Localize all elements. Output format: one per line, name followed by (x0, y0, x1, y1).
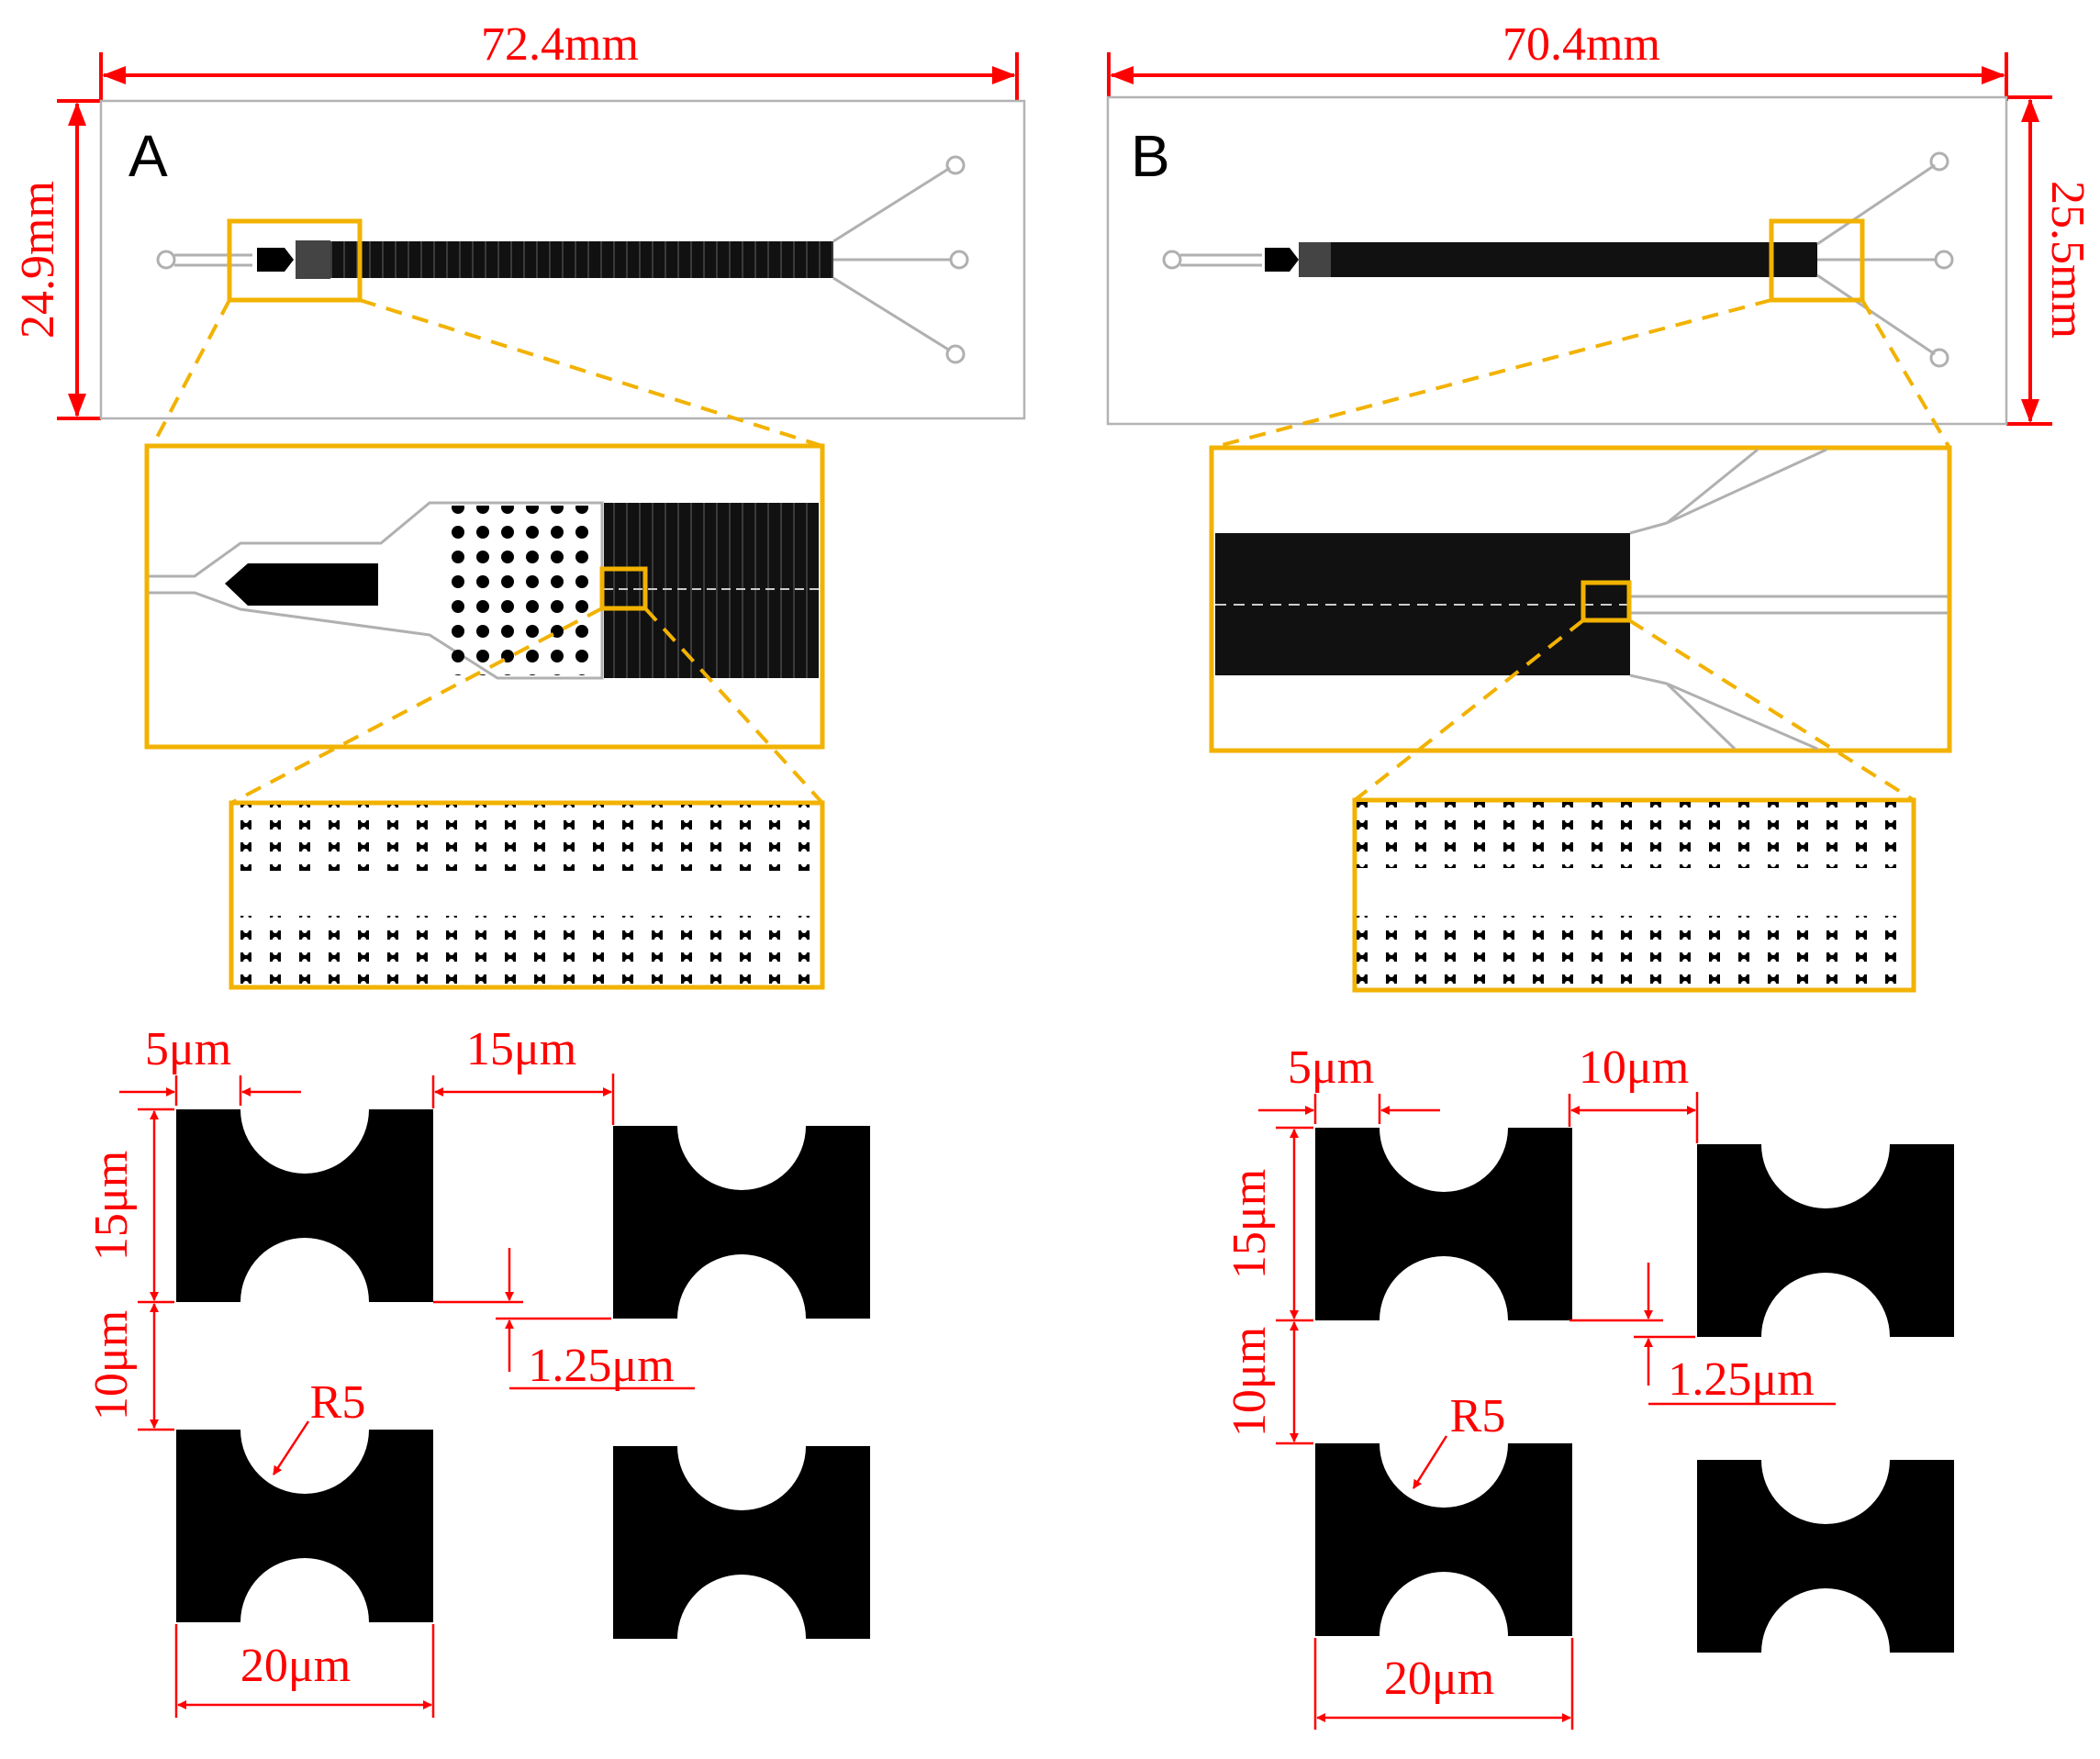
post-geometry (176, 1109, 870, 1639)
radius-label: R5 (1450, 1390, 1506, 1442)
panel-a: 72.4mm 24.9mm A (12, 18, 1026, 1718)
notch-offset-label: 5μm (145, 1023, 231, 1075)
gap-label: 15μm (466, 1023, 576, 1075)
panel-letter: A (128, 123, 168, 189)
panel-letter: B (1131, 123, 1170, 189)
post-width-label: 20μm (240, 1640, 351, 1692)
row-gap-label: 10μm (85, 1310, 138, 1420)
post-array-detail (229, 800, 825, 990)
chip-height-label: 24.9mm (12, 181, 64, 339)
zoom-line-left-2 (230, 607, 603, 805)
inlet-detail (144, 443, 825, 750)
zoom-line-left-2 (1353, 618, 1585, 802)
channel-network (1162, 151, 1954, 368)
post-dimensions: 5μm 15μm 15μm 10μm 1.25μm R5 (85, 1023, 695, 1718)
post-height-label: 15μm (1223, 1169, 1276, 1279)
post-array-detail (1352, 797, 1916, 993)
row-gap-label: 10μm (1223, 1327, 1276, 1437)
zoom-line-right-2 (643, 607, 824, 805)
row-shift-label: 1.25μm (1668, 1353, 1814, 1406)
row-shift-label: 1.25μm (528, 1340, 674, 1392)
zoom-line-left (1211, 298, 1772, 450)
notch-offset-label: 5μm (1288, 1041, 1374, 1094)
outlet-detail (1209, 445, 1952, 753)
post-dimensions: 5μm 10μm 15μm 10μm 1.25μm R5 (1223, 1041, 1836, 1730)
chip-width-label: 70.4mm (1502, 18, 1660, 71)
zoom-frame-array (599, 566, 648, 611)
zoom-frame-array (1581, 580, 1632, 623)
post-height-label: 15μm (85, 1151, 138, 1261)
channel-network (156, 155, 969, 364)
zoom-frame-inlet (227, 218, 363, 303)
zoom-line-right-2 (1627, 618, 1916, 802)
post-width-label: 20μm (1384, 1653, 1494, 1705)
gap-label: 10μm (1579, 1041, 1689, 1094)
chip-width-label: 72.4mm (481, 18, 639, 71)
radius-label: R5 (310, 1376, 366, 1429)
chip-height-label: 25.5mm (2041, 181, 2094, 339)
post-geometry (1315, 1128, 1954, 1653)
panel-b: 70.4mm 25.5mm B (1106, 18, 2094, 1730)
zoom-line-right (1860, 298, 1951, 450)
zoom-frame-outlet (1769, 218, 1865, 303)
